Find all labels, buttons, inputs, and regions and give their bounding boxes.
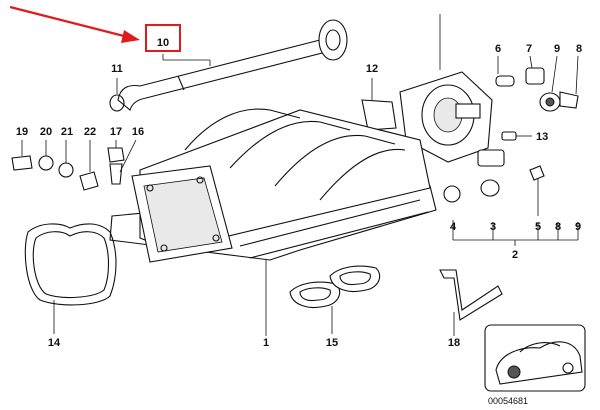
part-14-gasket-inner	[32, 231, 110, 299]
callout-1: 1	[263, 337, 269, 349]
part-11-oring	[109, 94, 125, 112]
throttle-housing	[399, 71, 505, 167]
callout-15: 15	[326, 337, 338, 349]
callout-6: 6	[495, 43, 501, 55]
callout-3: 3	[490, 221, 496, 233]
callout-18: 18	[448, 337, 460, 349]
small-parts-left	[11, 147, 125, 191]
callout-10: 10	[157, 37, 169, 49]
callout-13: 13	[536, 131, 548, 143]
part-10-pipe	[117, 19, 348, 111]
callout-11: 11	[111, 63, 123, 75]
callout-21: 21	[61, 126, 73, 138]
highlight-arrow	[9, 5, 140, 43]
callout-4: 4	[450, 221, 457, 233]
callout-numbers: 10 11 12 6 7 9 8 13 19 20 21 22 17 16 4 …	[16, 37, 582, 349]
callout-7: 7	[526, 43, 532, 55]
vehicle-inset	[484, 324, 586, 392]
callout-19: 19	[16, 126, 28, 138]
callout-8-bottom: 8	[555, 221, 561, 233]
part-1-intake-manifold	[109, 108, 437, 263]
small-parts-top-right	[443, 67, 579, 203]
callout-17: 17	[110, 126, 122, 138]
part-12-gasket	[361, 99, 397, 131]
callout-20: 20	[40, 126, 52, 138]
part-15-gaskets	[289, 265, 381, 309]
callout-5: 5	[535, 221, 541, 233]
callout-16: 16	[132, 126, 144, 138]
callout-9-top: 9	[554, 43, 560, 55]
leader-lines	[21, 14, 579, 336]
callout-22: 22	[84, 126, 96, 138]
part-18-bracket	[439, 269, 503, 321]
highlight-box	[145, 24, 181, 52]
callout-12: 12	[366, 63, 378, 75]
diagram-reference-number: 00054681	[488, 396, 528, 406]
callout-8-top: 8	[576, 43, 582, 55]
part-14-gasket	[24, 223, 117, 306]
callout-9-bottom: 9	[575, 221, 581, 233]
callout-2: 2	[512, 249, 518, 261]
callout-14: 14	[48, 337, 61, 349]
